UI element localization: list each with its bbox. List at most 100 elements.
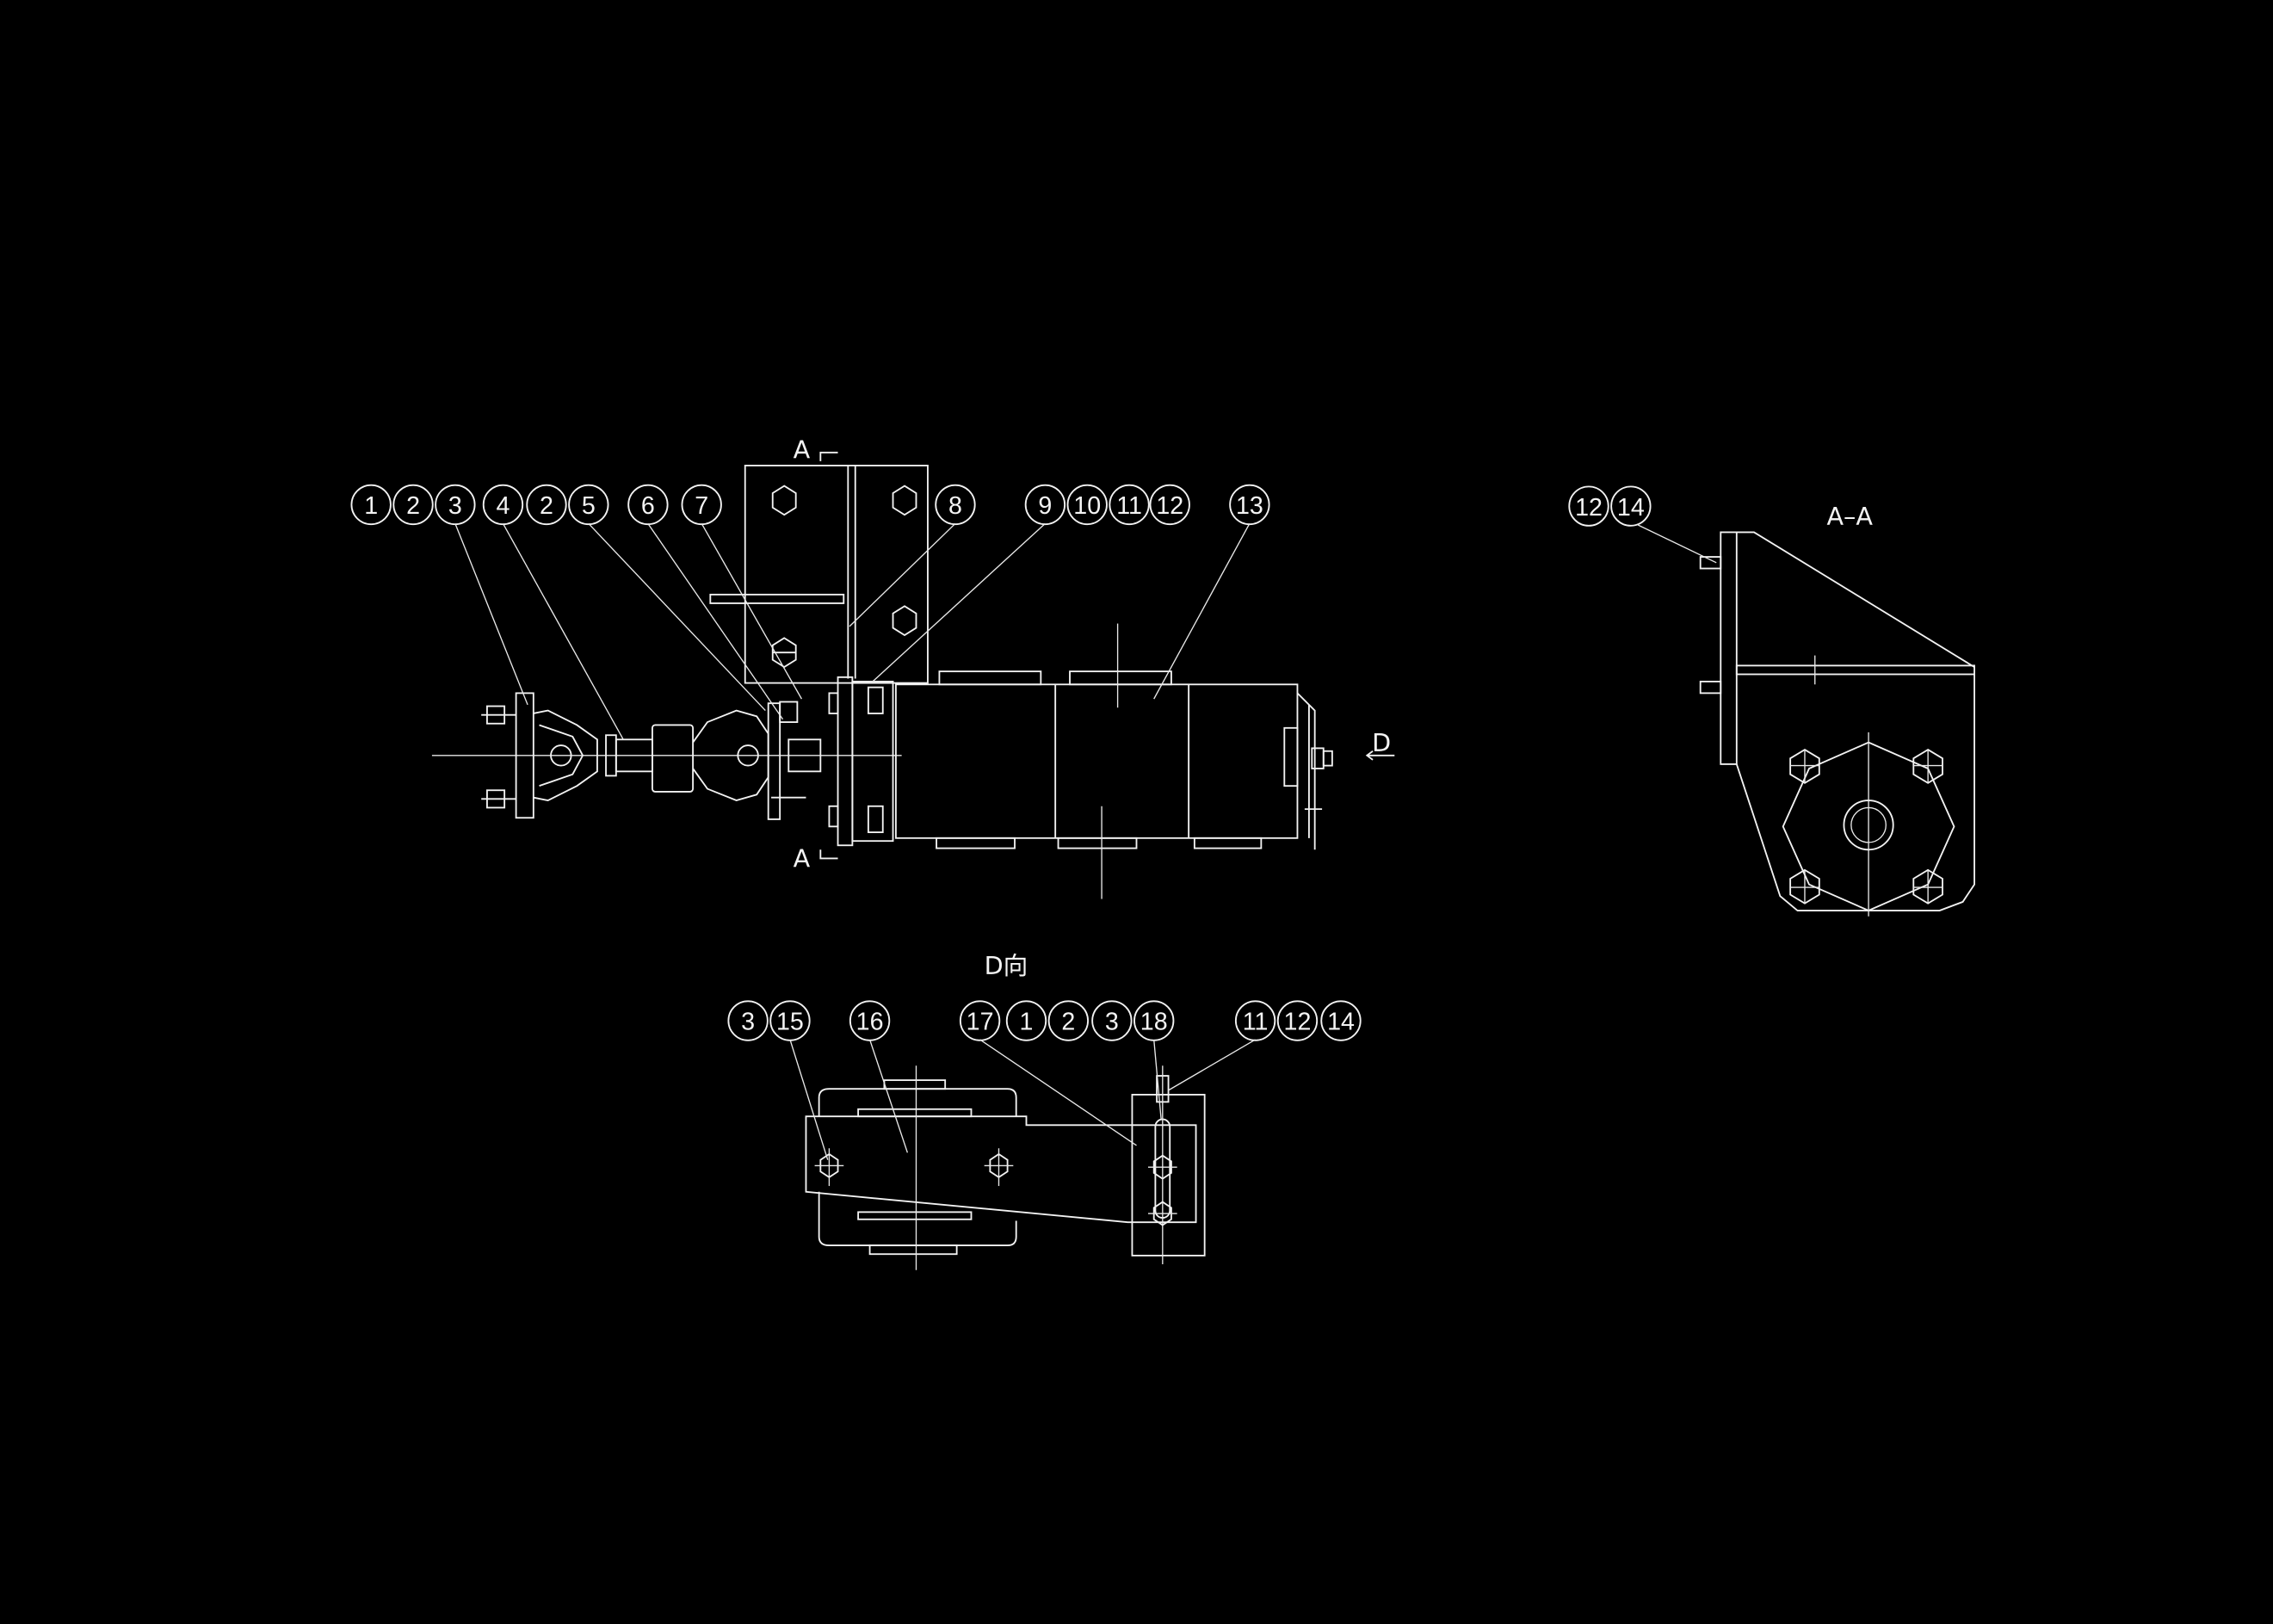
bracket-plate [1735,674,1975,911]
balloon-circle [1109,484,1150,526]
stud [1699,680,1722,695]
d-view-title: D向 [985,951,1028,980]
balloon-number: 5 [582,492,596,520]
part-balloon-15: 15 [769,1000,811,1041]
balloon-number: 2 [1061,1009,1075,1036]
balloon-number: 10 [1073,492,1101,520]
balloon-number: 15 [776,1009,804,1036]
part-balloon-2: 2 [1047,1000,1090,1041]
balloon-circle [526,484,567,526]
part-balloon-18: 18 [1133,1000,1175,1041]
part-balloon-13: 13 [1229,484,1270,526]
balloon-number: 1 [364,492,378,520]
mounting-arm [805,1115,1197,1224]
balloon-circle [1149,484,1190,526]
bolt-hexes [1789,748,1943,905]
balloon-circle [1047,1000,1090,1041]
part-balloon-7: 7 [681,484,722,526]
part-balloon-2: 2 [392,484,434,526]
part-balloon-8: 8 [935,484,976,526]
balloon-circle [1610,485,1652,527]
part-balloon-3: 3 [727,1000,769,1041]
view-arrow-icon [1365,750,1395,761]
section-view-a-a: A–A 12 14 [1568,485,1975,917]
balloon-circle [1276,1000,1319,1041]
balloon-number: 12 [1284,1009,1312,1036]
section-arrow-bottom [819,849,838,860]
balloon-number: 18 [1140,1009,1168,1036]
stud [1699,556,1722,570]
balloon-number: 2 [406,492,420,520]
part-balloon-6: 6 [627,484,669,526]
balloon-circle [959,1000,1001,1041]
universal-coupling [481,692,822,820]
balloon-number: 11 [1116,492,1142,520]
section-title: A–A [1826,502,1873,531]
motor-body [894,623,1333,899]
mounting-plate [1720,531,1738,765]
part-balloon-11: 11 [1234,1000,1276,1041]
bracket-gusset [1736,531,1975,668]
balloon-number: 1 [1020,1009,1034,1036]
part-balloon-12: 12 [1149,484,1190,526]
balloon-number: 17 [967,1009,994,1036]
leader-lines [789,1039,1256,1160]
balloon-number: 3 [741,1009,755,1036]
flange-bolt [867,805,884,834]
balloon-number: 16 [856,1009,884,1036]
balloon-number: 11 [1243,1009,1269,1036]
part-balloon-3: 3 [435,484,476,526]
section-mark-bottom: A [794,844,811,874]
part-balloon-2: 2 [526,484,567,526]
leader-lines [454,522,1251,740]
part-balloon-11: 11 [1109,484,1150,526]
balloon-number: 12 [1156,492,1183,520]
part-balloon-10: 10 [1066,484,1108,526]
balloon-number: 2 [540,492,553,520]
bolt-hex [771,637,797,669]
balloon-circle [1066,484,1108,526]
balloon-number: 12 [1575,494,1603,522]
shaft-circle [1843,800,1894,851]
section-mark-top: A [794,435,811,465]
view-arrow-label: D [1372,728,1391,757]
flange-plate [837,676,854,847]
flange-adapter [851,680,894,843]
part-balloon-1: 1 [350,484,392,526]
part-balloon-17: 17 [959,1000,1001,1041]
balloon-number: 13 [1236,492,1263,520]
balloon-circle [392,484,434,526]
part-balloon-3: 3 [1091,1000,1133,1041]
part-balloon-14: 14 [1610,485,1652,527]
flange-bolt [867,686,884,714]
balloon-number: 14 [1617,494,1645,522]
bolt-hex [892,605,917,637]
mounting-bracket [709,465,929,684]
balloon-circle [1568,485,1609,527]
part-balloon-4: 4 [482,484,524,526]
part-balloon-12: 12 [1568,485,1609,527]
bracket-rib [1735,664,1975,676]
balloon-circle [1005,1000,1047,1041]
balloon-circle [1320,1000,1362,1041]
bolt-hexes [814,1148,1177,1226]
part-balloon-9: 9 [1024,484,1066,526]
balloon-number: 9 [1038,492,1052,520]
part-balloon-16: 16 [849,1000,891,1041]
balloon-number: 4 [496,492,510,520]
balloon-circle [350,484,392,526]
part-balloon-1: 1 [1005,1000,1047,1041]
bolt-hex [771,485,797,516]
balloon-circle [1234,1000,1276,1041]
balloon-number: 6 [641,492,655,520]
balloon-number: 7 [695,492,708,520]
balloon-circle [1091,1000,1133,1041]
balloon-number: 8 [948,492,962,520]
balloon-circle [727,1000,769,1041]
part-balloon-12: 12 [1276,1000,1319,1041]
